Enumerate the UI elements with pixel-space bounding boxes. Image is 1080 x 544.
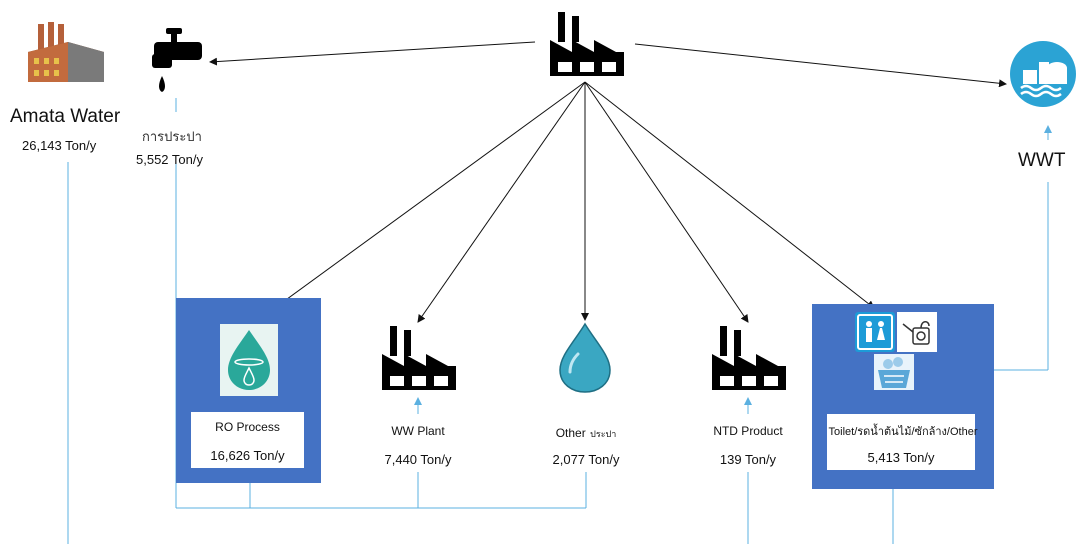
ntd-factory-icon bbox=[712, 326, 786, 390]
ntd-flow: 139 Ton/y bbox=[719, 452, 777, 467]
ww-label: WW Plant bbox=[391, 424, 445, 438]
watering-can-icon bbox=[897, 312, 937, 352]
wastewater-treatment-icon bbox=[1010, 41, 1076, 107]
water-drop-icon bbox=[559, 322, 611, 393]
arrow-hub-to-tap bbox=[209, 41, 536, 66]
other-flow: 2,077 Ton/y bbox=[552, 452, 620, 467]
arrow-hub-to-ntd bbox=[584, 81, 749, 323]
ro-label-panel bbox=[191, 412, 304, 468]
arrow-hub-to-wwt bbox=[634, 43, 1007, 88]
amata-water-label: Amata Water bbox=[10, 106, 121, 127]
arrow-hub-to-toilet bbox=[584, 81, 875, 309]
ntd-label: NTD Product bbox=[713, 424, 783, 438]
other-label-suffix: ประปา bbox=[590, 429, 617, 439]
laundry-basket-icon bbox=[874, 354, 914, 390]
arrow-hub-to-ro bbox=[249, 81, 586, 327]
pwa-label: การประปา bbox=[142, 129, 202, 144]
toilet-label-panel bbox=[827, 414, 975, 470]
ro-flow: 16,626 Ton/y bbox=[210, 448, 285, 463]
ww-flow: 7,440 Ton/y bbox=[384, 452, 452, 467]
ww-plant-factory-icon bbox=[382, 326, 456, 390]
other-label: Other bbox=[555, 426, 586, 440]
wwt-label: WWT bbox=[1018, 150, 1066, 171]
restroom-icon bbox=[855, 312, 895, 352]
toilet-label: Toilet/รดน้ำต้นไม้/ซักล้าง/Other bbox=[828, 426, 978, 438]
amata-water-flow: 26,143 Ton/y bbox=[22, 138, 97, 153]
factory-icon bbox=[550, 12, 624, 76]
pwa-flow: 5,552 Ton/y bbox=[136, 152, 203, 167]
ro-droplet-icon bbox=[220, 324, 278, 396]
factory-building-icon bbox=[28, 22, 104, 82]
ro-label: RO Process bbox=[215, 420, 280, 434]
other-label-row: Other ประปา bbox=[526, 424, 646, 442]
toilet-flow: 5,413 Ton/y bbox=[867, 450, 935, 465]
water-tap-icon bbox=[152, 28, 202, 92]
arrow-hub-to-ww bbox=[417, 81, 586, 323]
